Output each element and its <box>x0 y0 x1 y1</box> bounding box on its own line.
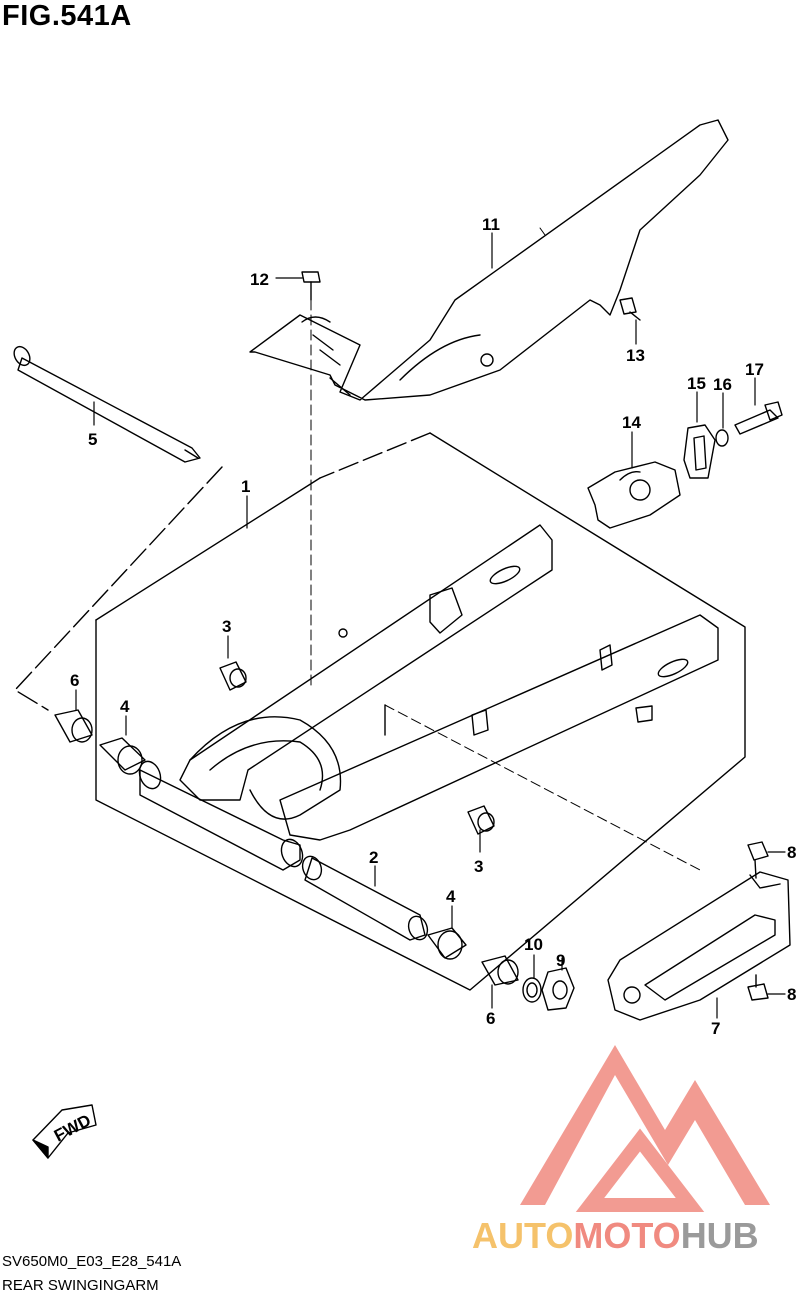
washer-10 <box>522 977 542 1003</box>
callout-9: 9 <box>556 951 565 970</box>
leader-lines <box>75 232 786 1019</box>
callout-14: 14 <box>622 413 641 432</box>
collar-6-right <box>481 955 519 986</box>
bolt-13 <box>619 297 641 321</box>
bushing-3-lower <box>467 805 495 835</box>
callout-8-lower: 8 <box>787 985 796 1004</box>
callout-4-right: 4 <box>446 887 456 906</box>
figure-caption: REAR SWINGINGARM <box>2 1277 159 1294</box>
callout-numbers: 1 2 3 3 4 4 5 6 6 7 8 8 9 10 11 12 13 14… <box>70 215 796 1038</box>
figure-title: FIG.541A <box>2 0 132 32</box>
callout-3-lower: 3 <box>474 857 483 876</box>
bolt-8-lower <box>747 974 769 1001</box>
callout-8-upper: 8 <box>787 843 796 862</box>
callout-16: 16 <box>713 375 732 394</box>
callout-15: 15 <box>687 374 706 393</box>
adjuster-cap-15 <box>683 424 716 479</box>
collar-6-left <box>54 709 93 743</box>
pivot-spacer-2 <box>301 855 429 941</box>
assembly-outline <box>95 432 746 991</box>
callout-13: 13 <box>626 346 645 365</box>
clip-17 <box>715 429 729 447</box>
bearing-4-left <box>99 737 146 775</box>
callout-6-left: 6 <box>70 671 79 690</box>
reference-lines <box>310 227 701 871</box>
nut-9 <box>541 967 575 1011</box>
adjuster-plate-14 <box>587 461 681 529</box>
pivot-tube <box>138 760 304 871</box>
callout-6-right: 6 <box>486 1009 495 1028</box>
callout-1: 1 <box>241 477 250 496</box>
watermark-logo-icon <box>520 1045 770 1212</box>
callout-2: 2 <box>369 848 378 867</box>
swingarm <box>179 524 719 841</box>
fwd-arrow-icon <box>32 1104 97 1159</box>
chain-guide-7 <box>607 871 791 1021</box>
callout-11: 11 <box>482 215 500 234</box>
watermark-text: AUTOMOTOHUB <box>472 1215 759 1256</box>
chain-guard-11 <box>249 119 729 401</box>
callout-17: 17 <box>745 360 764 379</box>
callout-12: 12 <box>250 270 269 289</box>
bushing-3-upper <box>219 661 247 691</box>
bolt-12 <box>301 271 321 301</box>
callout-7: 7 <box>711 1019 720 1038</box>
callout-3-upper: 3 <box>222 617 231 636</box>
pivot-shaft-5 <box>13 345 223 711</box>
figure-code: SV650M0_E03_E28_541A <box>2 1253 182 1270</box>
bolt-8-upper <box>747 841 769 879</box>
bolt-16 <box>734 401 783 435</box>
callout-10: 10 <box>524 935 543 954</box>
callout-5: 5 <box>88 430 97 449</box>
callout-4-left: 4 <box>120 697 130 716</box>
bearing-4-right <box>427 927 467 960</box>
